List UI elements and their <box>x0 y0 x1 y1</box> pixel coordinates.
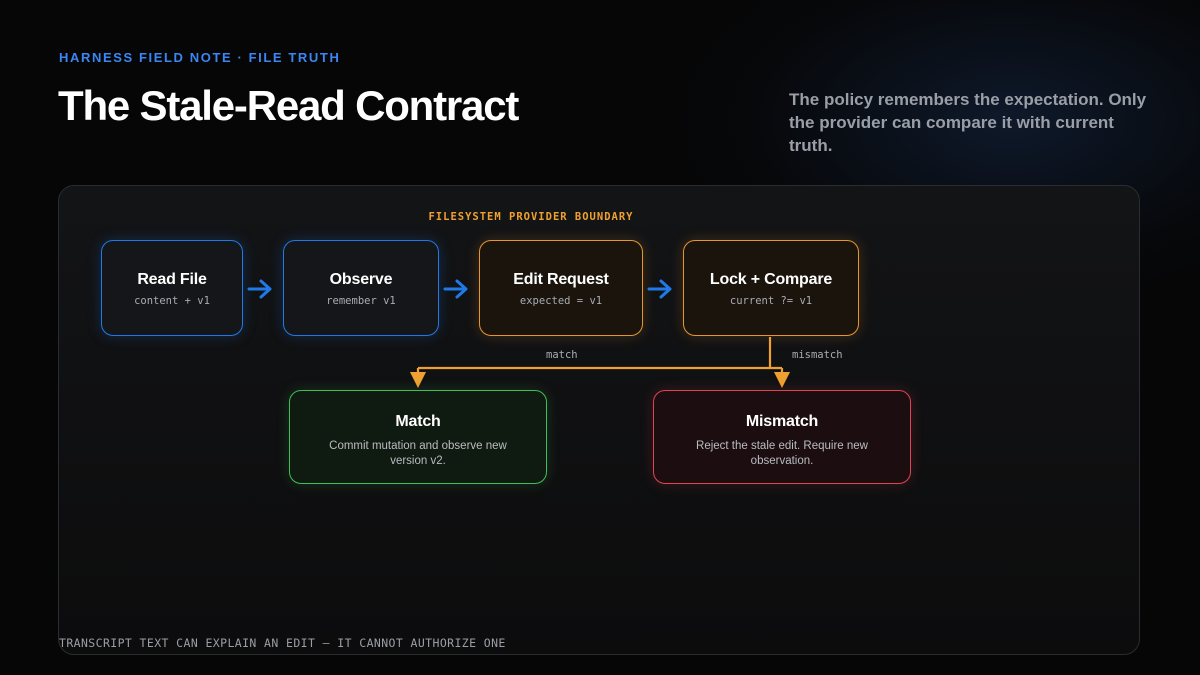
step-observe: Observe remember v1 <box>283 240 439 336</box>
eyebrow-label: HARNESS FIELD NOTE · FILE TRUTH <box>59 50 341 65</box>
step-title: Observe <box>329 271 393 288</box>
step-read-file: Read File content + v1 <box>101 240 243 336</box>
page-title: The Stale-Read Contract <box>58 82 519 129</box>
page-subtitle: The policy remembers the expectation. On… <box>789 90 1147 155</box>
step-title: Edit Request <box>513 271 609 288</box>
outcome-description: Commit mutation and observe new version … <box>329 440 507 467</box>
step-detail: remember v1 <box>326 295 396 307</box>
mismatch-edge-label: mismatch <box>792 349 843 361</box>
step-detail: content + v1 <box>134 295 210 307</box>
match-edge-label: match <box>546 349 578 361</box>
step-lock-compare: Lock + Compare current ?= v1 <box>683 240 859 336</box>
footer-note: TRANSCRIPT TEXT CAN EXPLAIN AN EDIT — IT… <box>59 636 506 650</box>
outcome-match: Match Commit mutation and observe new ve… <box>289 390 547 484</box>
outcome-mismatch: Mismatch Reject the stale edit. Require … <box>653 390 911 484</box>
outcome-description: Reject the stale edit. Require new obser… <box>696 440 868 467</box>
step-edit-request: Edit Request expected = v1 <box>479 240 643 336</box>
outcome-title: Mismatch <box>745 413 819 430</box>
outcome-title: Match <box>395 413 441 430</box>
step-detail: expected = v1 <box>519 295 603 307</box>
step-title: Read File <box>137 271 207 288</box>
step-title: Lock + Compare <box>709 271 833 288</box>
step-detail: current ?= v1 <box>729 295 813 307</box>
boundary-label: FILESYSTEM PROVIDER BOUNDARY <box>428 211 634 223</box>
